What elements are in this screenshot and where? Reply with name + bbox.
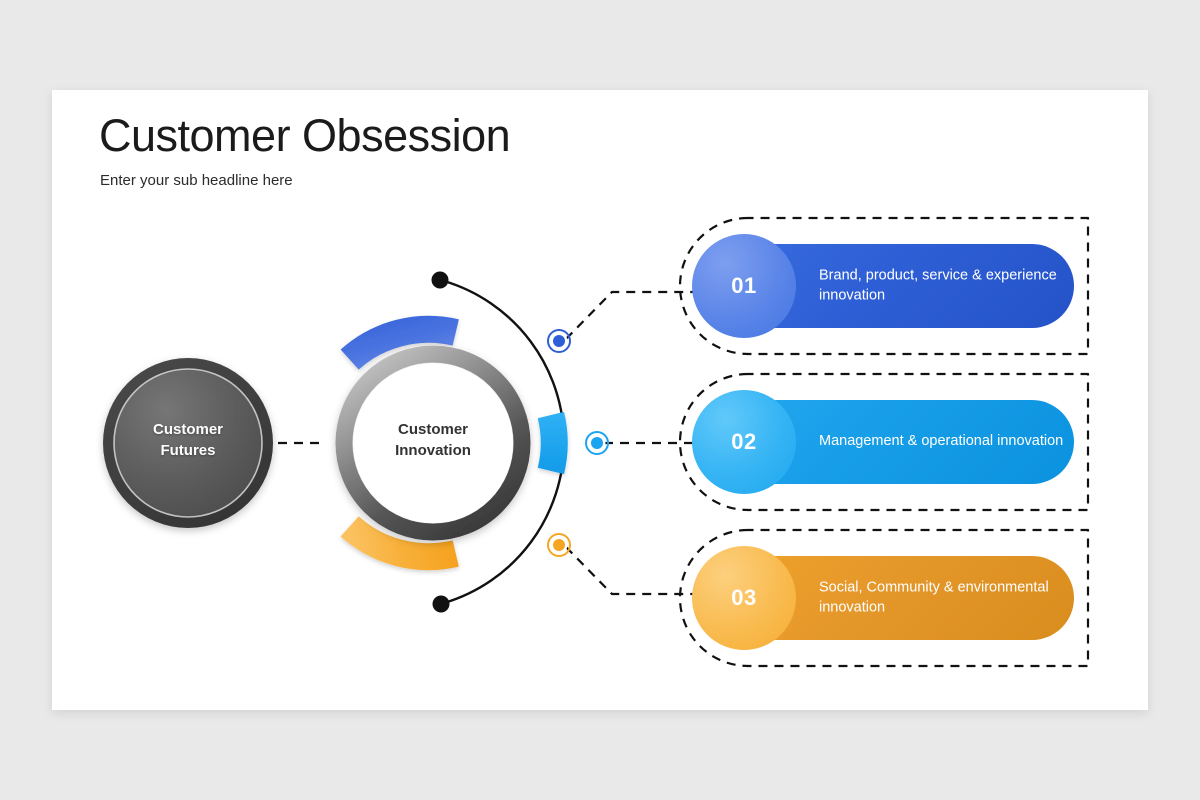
card-03[interactable]: 03 Social, Community & environmental inn… [692,546,1074,650]
card-02[interactable]: 02 Management & operational innovation [692,390,1074,494]
page-title: Customer Obsession [99,110,511,161]
page-subtitle: Enter your sub headline here [100,172,293,189]
card-01-text: Brand, product, service & experience inn… [819,267,1057,303]
card-02-text: Management & operational innovation [819,433,1064,450]
card-01-number-badge: 01 [692,234,796,338]
card-02-number-badge: 02 [692,390,796,494]
card-01[interactable]: 01 Brand, product, service & experience … [692,234,1074,338]
card-03-number-badge: 03 [692,546,796,650]
card-03-text: Social, Community & environmental innova… [819,579,1049,615]
